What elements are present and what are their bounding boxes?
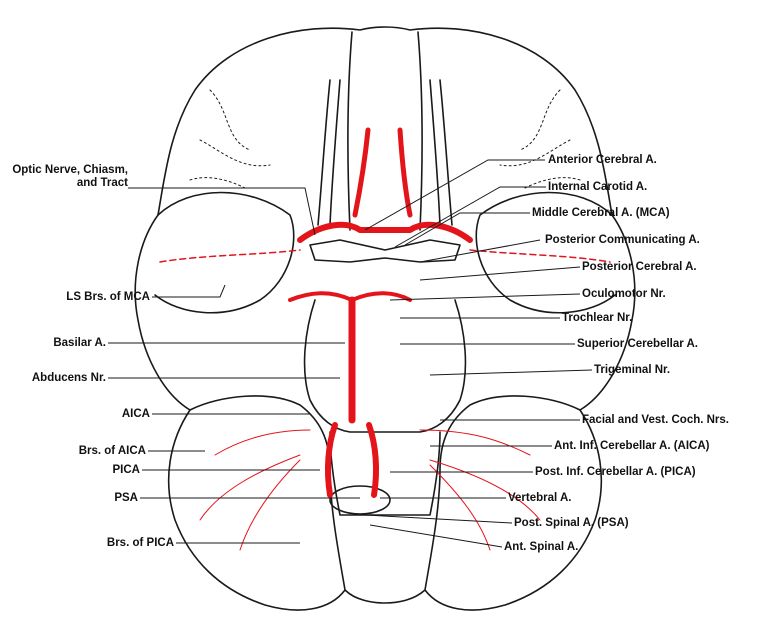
label-ant-spinal: Ant. Spinal A. (504, 541, 579, 553)
label-optic-nerve: Optic Nerve, Chiasm, and Tract (8, 164, 128, 190)
leader-trigeminal (429, 369, 593, 376)
label-post-spinal: Post. Spinal A. (PSA) (514, 517, 629, 529)
label-optic-line2: and Tract (76, 177, 128, 189)
spinal-cord-section (329, 485, 391, 515)
vertebral-arteries (324, 422, 380, 498)
temporal-lobe-right (475, 191, 616, 314)
label-trigeminal: Trigeminal Nr. (594, 364, 671, 376)
label-trochlear: Trochlear Nr. (562, 312, 633, 324)
label-brs-aica: Brs. of AICA (78, 445, 146, 457)
posterior-cerebral-arteries (288, 291, 412, 302)
optic-chiasm (309, 239, 461, 263)
label-basilar: Basilar A. (53, 337, 106, 349)
label-pica-left: PICA (112, 464, 140, 476)
label-posterior-communicating: Posterior Communicating A. (545, 234, 700, 246)
label-ls-brs-mca: LS Brs. of MCA (66, 291, 150, 303)
leader-optic (128, 187, 316, 236)
label-internal-carotid: Internal Carotid A. (548, 181, 648, 193)
label-aica-left: AICA (121, 408, 150, 420)
mca-branches (159, 249, 611, 263)
leader-anterior-cerebral (364, 159, 545, 231)
label-brs-pica: Brs. of PICA (106, 537, 174, 549)
label-middle-cerebral: Middle Cerebral A. (MCA) (532, 207, 670, 219)
longitudinal-fissure-right (417, 31, 423, 231)
cerebellum-left (189, 395, 346, 591)
label-facial-vest: Facial and Vest. Coch. Nrs. (582, 414, 729, 426)
label-oculomotor: Oculomotor Nr. (582, 288, 666, 300)
longitudinal-fissure (347, 31, 353, 231)
label-anterior-cerebral: Anterior Cerebral A. (548, 154, 657, 166)
leader-posterior-communicating (419, 239, 541, 263)
leader-ant-spinal (369, 524, 503, 548)
pons-outline (303, 299, 467, 433)
anterior-cerebral-artery (352, 127, 413, 218)
gyri-left (189, 89, 271, 189)
leader-post-spinal (364, 514, 513, 524)
label-posterior-cerebral: Posterior Cerebral A. (582, 261, 697, 273)
gyri-right (499, 89, 581, 189)
aica-branches (214, 429, 531, 456)
leader-oculomotor (389, 293, 581, 301)
label-abducens: Abducens Nr. (31, 372, 106, 384)
olfactory-tract-left (317, 79, 341, 226)
brain-outline (134, 26, 636, 611)
leader-middle-cerebral (404, 212, 530, 246)
cerebellum-right (424, 395, 581, 591)
circle-of-willis (297, 221, 473, 243)
label-optic-line1: Optic Nerve, Chiasm, (12, 164, 128, 176)
label-post-inf-cerebellar: Post. Inf. Cerebellar A. (PICA) (535, 466, 696, 478)
leader-ls-mca (152, 284, 226, 298)
pica-branches (199, 454, 541, 551)
label-vertebral: Vertebral A. (508, 492, 572, 504)
olfactory-tract-right (429, 79, 453, 226)
label-ant-inf-cerebellar: Ant. Inf. Cerebellar A. (AICA) (554, 440, 710, 452)
medulla-outline (329, 431, 441, 516)
leader-posterior-cerebral (419, 266, 581, 281)
label-superior-cerebellar: Superior Cerebellar A. (577, 338, 699, 350)
leader-internal-carotid (394, 186, 546, 248)
label-psa-left: PSA (114, 492, 138, 504)
